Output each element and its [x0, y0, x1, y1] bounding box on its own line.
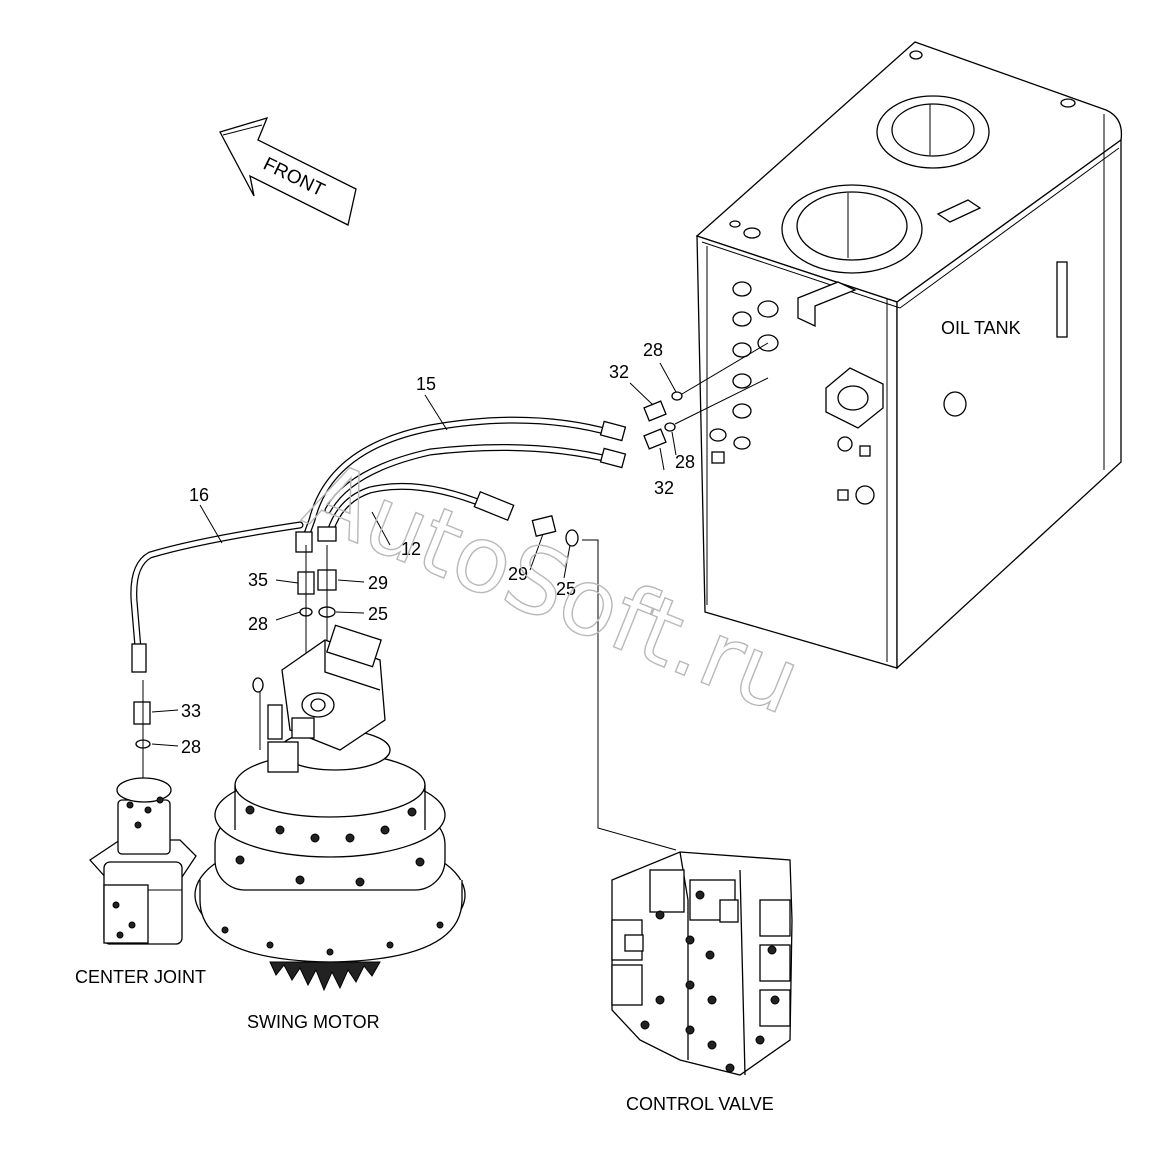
hose-16 — [130, 521, 313, 673]
callout-25-right: 25 — [556, 579, 576, 599]
fittings-center — [133, 680, 151, 780]
front-arrow — [219, 116, 357, 226]
swing-motor — [194, 624, 466, 992]
center-joint — [89, 777, 197, 945]
callout-33: 33 — [181, 701, 201, 721]
callout-28-tank-top: 28 — [643, 340, 663, 360]
leader-control-valve — [582, 539, 677, 851]
oil-tank-label: OIL TANK — [941, 318, 1021, 338]
callout-29-right: 29 — [508, 564, 528, 584]
callout-28-center: 28 — [181, 737, 201, 757]
control-valve — [611, 851, 793, 1076]
callout-28-tank-bottom: 28 — [675, 452, 695, 472]
callout-32-tank-top: 32 — [609, 362, 629, 382]
hose-15 — [300, 416, 627, 546]
callout-25-left: 25 — [368, 604, 388, 624]
fittings-tank — [531, 342, 769, 547]
swing-motor-label: SWING MOTOR — [247, 1012, 380, 1032]
callout-16: 16 — [189, 485, 209, 505]
tank-ports — [709, 281, 884, 505]
callout-32-tank-bottom: 32 — [654, 478, 674, 498]
callout-leaders — [151, 362, 677, 747]
callout-28-left: 28 — [248, 614, 268, 634]
hose-12 — [317, 482, 515, 542]
callout-numbers: 15 16 12 28 32 28 32 29 25 35 29 28 25 3… — [181, 340, 695, 757]
center-joint-label: CENTER JOINT — [75, 967, 206, 987]
callout-35: 35 — [248, 570, 268, 590]
control-valve-label: CONTROL VALVE — [626, 1094, 774, 1114]
callout-29-left: 29 — [368, 573, 388, 593]
callout-12: 12 — [401, 539, 421, 559]
callout-15: 15 — [416, 374, 436, 394]
oil-tank — [695, 41, 1123, 670]
